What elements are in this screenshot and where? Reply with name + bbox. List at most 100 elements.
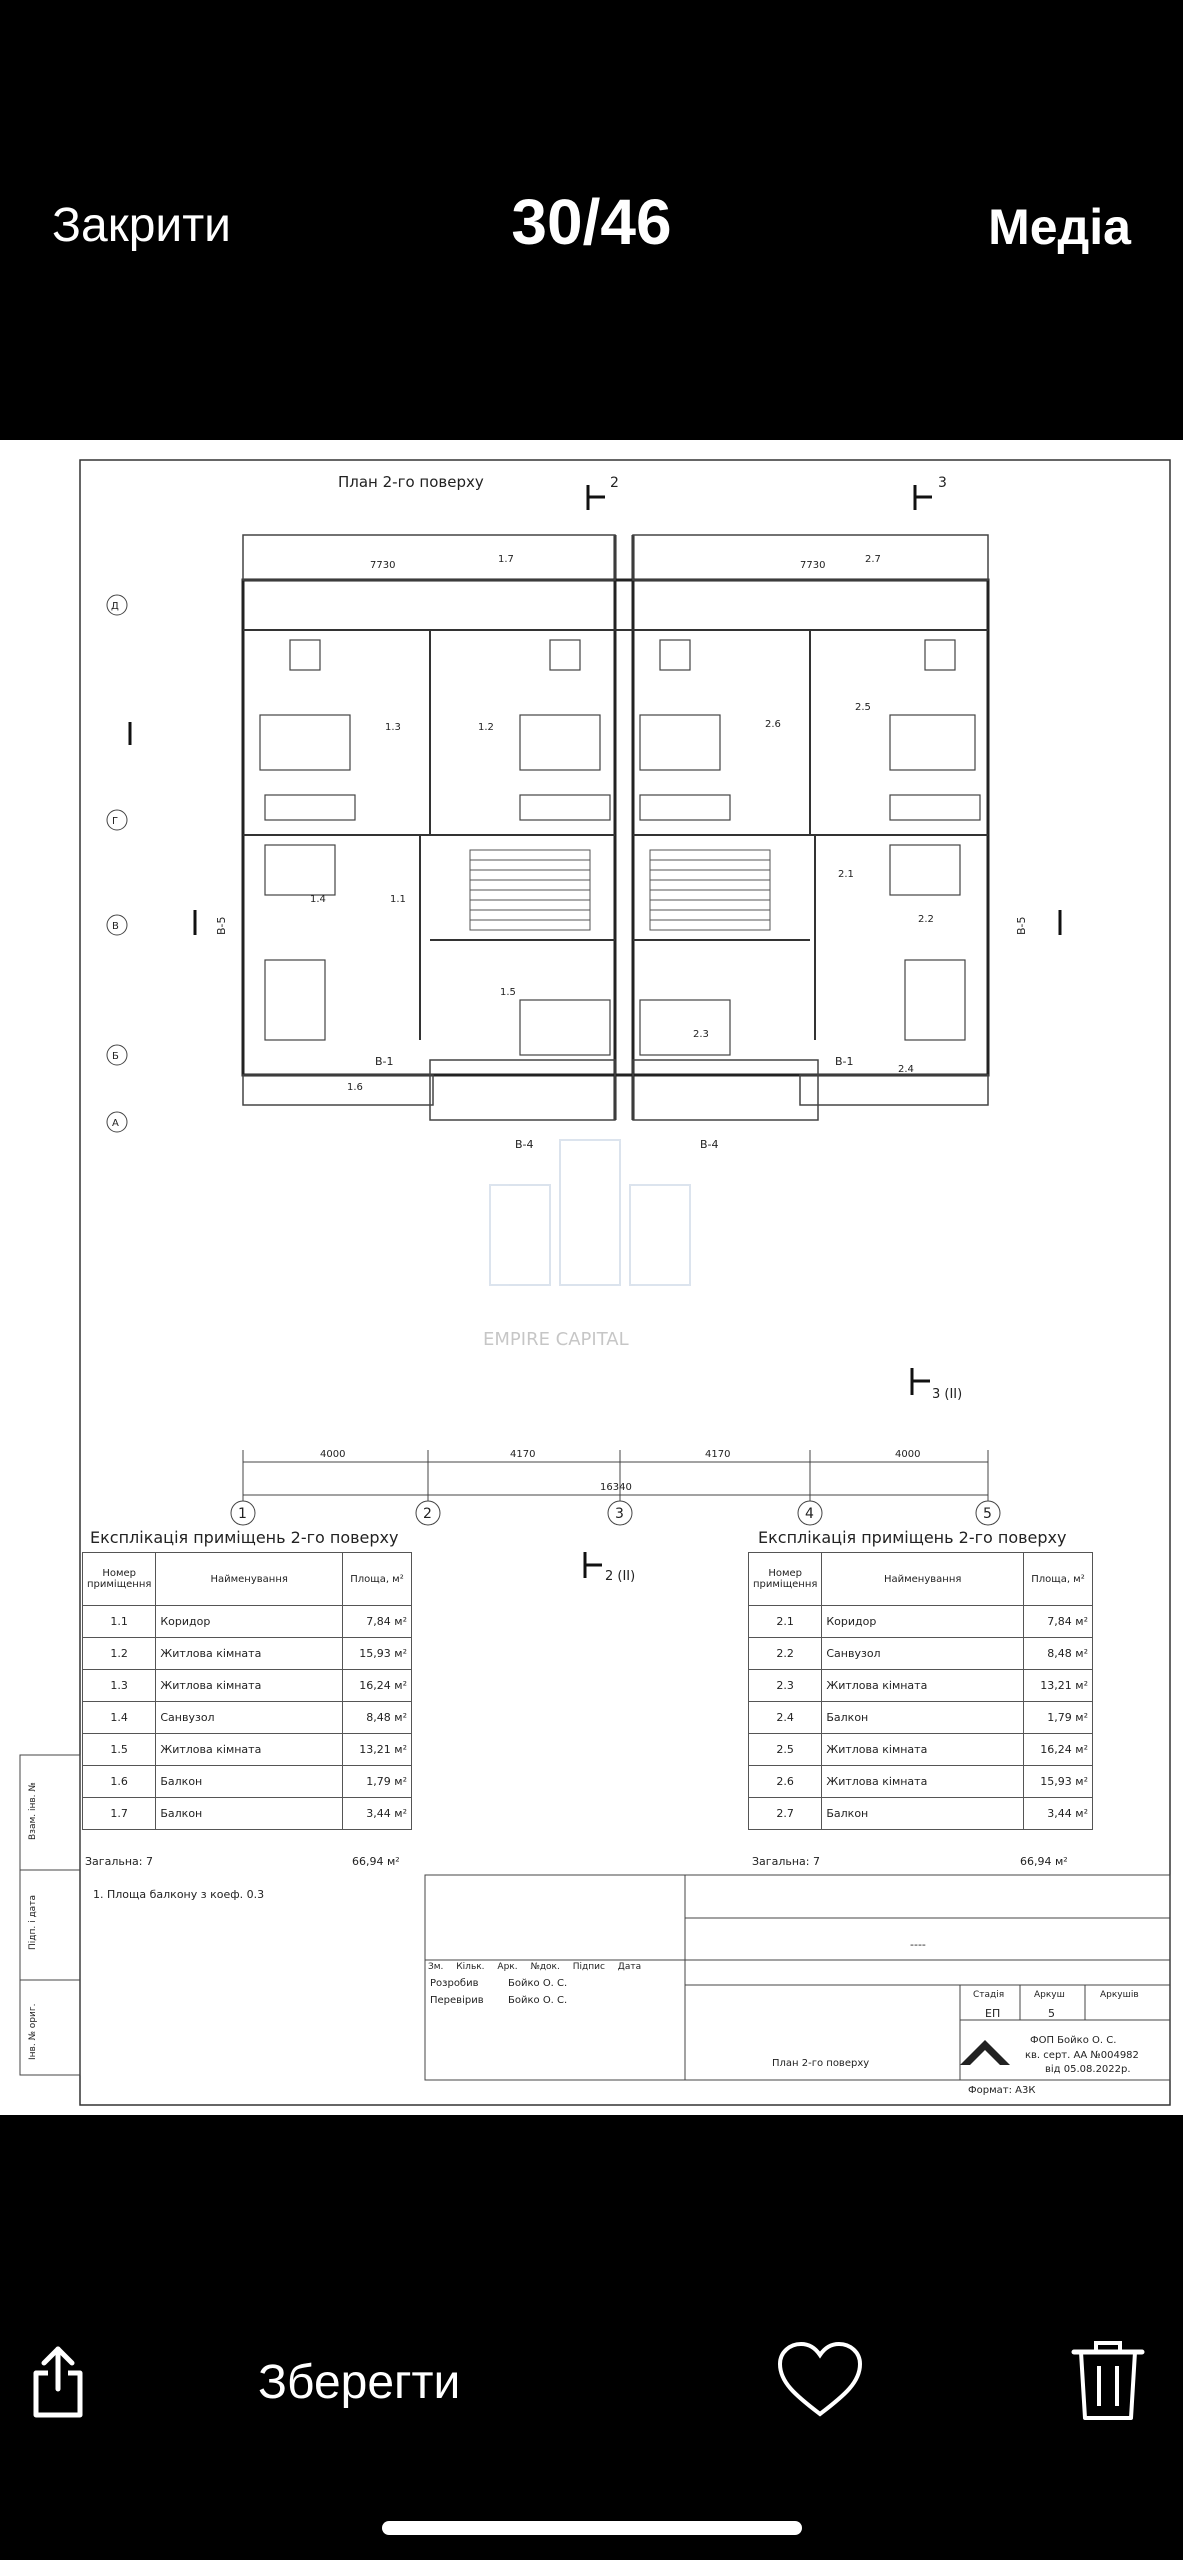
title-block-headers: Зм. Кільк. Арк. №док. Підпис Дата <box>428 1962 642 1972</box>
svg-text:2 (II): 2 (II) <box>605 1569 635 1584</box>
svg-text:В: В <box>112 921 119 932</box>
stage-value: ЕП <box>985 2007 1001 2020</box>
table-right-title: Експлікація приміщень 2-го поверху <box>758 1528 1067 1547</box>
table-right-total-value: 66,94 м² <box>1020 1855 1068 1868</box>
room-label-2-4: 2.4 <box>898 1064 914 1075</box>
save-button[interactable]: Зберегти <box>258 2356 461 2409</box>
home-indicator[interactable] <box>382 2521 802 2535</box>
checked-label: Перевірив <box>430 1995 484 2006</box>
floor-plan-image: План 2-го поверху 2 3 7730 7730 1.7 2.7 <box>0 440 1183 2115</box>
developer-name: Бойко О. С. <box>508 1978 568 1989</box>
bottom-bar <box>0 2115 1183 2560</box>
share-icon <box>33 2346 83 2418</box>
room-label-1-6: 1.6 <box>347 1082 363 1093</box>
room-label-2-2: 2.2 <box>918 914 934 925</box>
svg-text:3 (II): 3 (II) <box>932 1387 962 1402</box>
svg-text:4170: 4170 <box>705 1449 730 1460</box>
title-dash: ---- <box>910 1938 926 1951</box>
watermark: EMPIRE CAPITAL <box>483 1329 629 1350</box>
section-mark-3: 3 <box>938 475 947 491</box>
room-label-2-6: 2.6 <box>765 719 781 730</box>
svg-text:4: 4 <box>805 1506 814 1522</box>
room-label-1-5: 1.5 <box>500 987 516 998</box>
svg-text:4170: 4170 <box>510 1449 535 1460</box>
sheet-title: План 2-го поверху <box>772 2058 870 2069</box>
format-label: Формат: А3К <box>968 2085 1036 2096</box>
top-bar: Закрити 30/46 Медіа <box>0 0 1183 440</box>
delete-button[interactable] <box>1070 2338 1146 2422</box>
svg-text:2: 2 <box>423 1506 432 1522</box>
side-label-2: Підп. і дата <box>28 1895 38 1950</box>
checker-name: Бойко О. С. <box>508 1995 568 2006</box>
svg-text:В-4: В-4 <box>515 1138 534 1151</box>
table-left-title: Експлікація приміщень 2-го поверху <box>90 1528 399 1547</box>
side-label-3: Інв. № ориг. <box>28 2003 38 2060</box>
svg-text:4000: 4000 <box>895 1449 920 1460</box>
svg-text:В-1: В-1 <box>835 1055 854 1068</box>
svg-text:16340: 16340 <box>600 1482 632 1493</box>
svg-text:5: 5 <box>983 1506 992 1522</box>
room-label-2-5: 2.5 <box>855 702 871 713</box>
svg-text:В-5: В-5 <box>215 916 228 935</box>
section-mark-2: 2 <box>610 475 619 491</box>
sheets-header: Аркушів <box>1100 1990 1139 2000</box>
developed-label: Розробив <box>430 1978 479 1989</box>
sheet-header: Аркуш <box>1034 1990 1065 2000</box>
company-line-3: від 05.08.2022р. <box>1045 2064 1131 2075</box>
svg-text:4000: 4000 <box>320 1449 345 1460</box>
media-button[interactable]: Медіа <box>988 199 1131 255</box>
room-label-2-1: 2.1 <box>838 869 854 880</box>
svg-text:Г: Г <box>112 816 118 827</box>
svg-text:7730: 7730 <box>800 560 825 571</box>
svg-text:7730: 7730 <box>370 560 395 571</box>
svg-text:В-4: В-4 <box>700 1138 719 1151</box>
image-counter: 30/46 <box>511 186 672 258</box>
like-button[interactable] <box>775 2340 865 2420</box>
svg-text:Д: Д <box>111 601 119 612</box>
svg-text:В-5: В-5 <box>1015 916 1028 935</box>
room-label-1-4: 1.4 <box>310 894 326 905</box>
svg-text:Б: Б <box>112 1051 119 1062</box>
room-label-2-7: 2.7 <box>865 554 881 565</box>
balcony-note: 1. Площа балкону з коеф. 0.3 <box>93 1888 265 1901</box>
floor-plan-drawing: План 2-го поверху 2 3 7730 7730 1.7 2.7 <box>19 459 1171 2106</box>
room-label-1-7: 1.7 <box>498 554 514 565</box>
room-label-1-2: 1.2 <box>478 722 494 733</box>
stage-header: Стадія <box>973 1990 1005 2000</box>
heart-icon <box>777 2341 863 2417</box>
svg-text:А: А <box>112 1118 119 1129</box>
company-line-1: ФОП Бойко О. С. <box>1030 2035 1117 2046</box>
company-line-2: кв. серт. АА №004982 <box>1025 2050 1139 2061</box>
side-label-1: Взам. інв. № <box>28 1782 38 1840</box>
svg-text:В-1: В-1 <box>375 1055 394 1068</box>
share-button[interactable] <box>28 2345 88 2419</box>
room-label-2-3: 2.3 <box>693 1029 709 1040</box>
close-button[interactable]: Закрити <box>52 199 231 252</box>
trash-icon <box>1071 2341 1145 2420</box>
plan-title: План 2-го поверху <box>338 473 484 491</box>
room-label-1-3: 1.3 <box>385 722 401 733</box>
room-label-1-1: 1.1 <box>390 894 406 905</box>
table-left-total-value: 66,94 м² <box>352 1855 400 1868</box>
table-left-total-label: Загальна: 7 <box>85 1855 153 1868</box>
sheet-number: 5 <box>1048 2007 1055 2020</box>
table-right-total-label: Загальна: 7 <box>752 1855 820 1868</box>
svg-text:1: 1 <box>238 1506 247 1522</box>
svg-text:3: 3 <box>615 1506 624 1522</box>
